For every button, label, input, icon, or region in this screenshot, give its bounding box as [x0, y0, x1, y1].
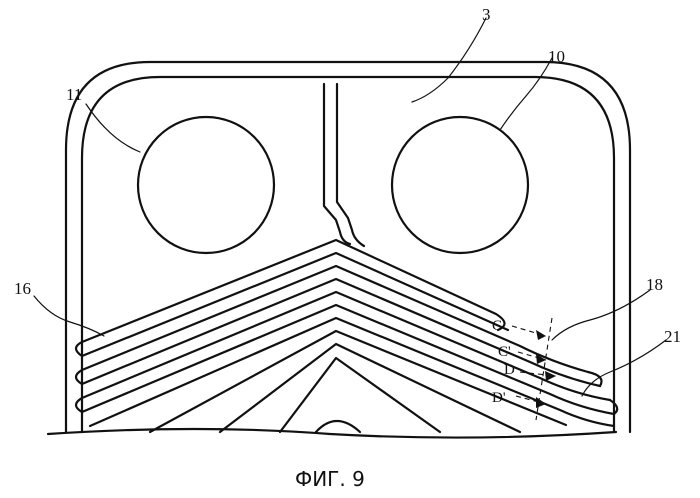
port-11-circle: [138, 117, 274, 253]
label-plate-3: 3: [482, 5, 491, 24]
port-10-circle: [392, 117, 528, 253]
leader-port-11: [86, 104, 140, 152]
label-flow-d-prime: D': [492, 390, 506, 406]
label-flow-d: D: [504, 362, 515, 378]
label-port-10: 10: [548, 47, 565, 66]
leader-ribs-16: [34, 296, 104, 336]
label-flow-c-prime: C': [498, 344, 511, 360]
label-ribs-18: 18: [646, 275, 663, 294]
label-port-11: 11: [66, 85, 82, 104]
leader-channel-21: [582, 340, 666, 396]
label-ribs-16: 16: [14, 279, 31, 298]
label-channel-21: 21: [664, 327, 681, 346]
leader-ribs-18: [552, 290, 650, 340]
leader-port-10: [500, 58, 552, 130]
plate-outer-outline: [66, 62, 630, 432]
leader-plate-3: [412, 18, 486, 102]
figure-caption: ФИГ. 9: [295, 467, 365, 491]
plate-cut-edge: [48, 429, 616, 438]
central-divider-rib-edge: [337, 84, 364, 246]
label-flow-c: C: [492, 318, 502, 334]
